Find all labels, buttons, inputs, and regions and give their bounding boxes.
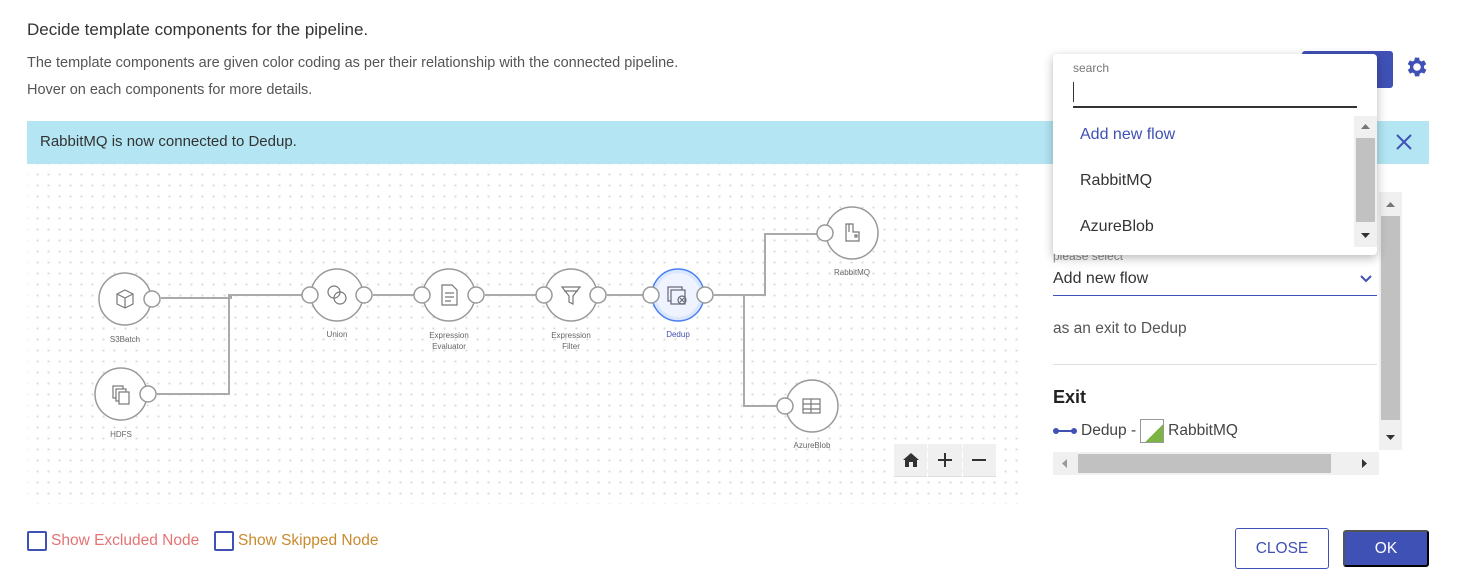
output-port[interactable] xyxy=(589,286,607,304)
flow-select-value: Add new flow xyxy=(1053,270,1149,287)
show-excluded-checkbox[interactable]: Show Excluded Node xyxy=(27,531,199,551)
node-expression-filter[interactable]: Expression Filter xyxy=(535,268,607,351)
filter-icon xyxy=(560,286,582,305)
edge-dedup-azureblob xyxy=(714,294,777,407)
output-port[interactable] xyxy=(139,385,157,403)
scrollbar-thumb[interactable] xyxy=(1078,454,1331,473)
input-port[interactable] xyxy=(642,286,660,304)
minus-icon xyxy=(972,459,987,461)
exit-row: Dedup - RabbitMQ xyxy=(1053,419,1238,443)
table-icon xyxy=(802,398,821,414)
page-title: Decide template components for the pipel… xyxy=(27,20,369,39)
node-label: RabbitMQ xyxy=(834,268,870,277)
scrollbar-thumb[interactable] xyxy=(1356,138,1375,222)
scrollbar-thumb[interactable] xyxy=(1381,216,1400,420)
checkbox-box[interactable] xyxy=(214,531,234,551)
text-cursor xyxy=(1073,82,1074,102)
option-rabbitmq[interactable]: RabbitMQ xyxy=(1080,172,1153,189)
home-icon xyxy=(902,453,919,467)
show-skipped-checkbox[interactable]: Show Skipped Node xyxy=(214,531,378,551)
document-icon xyxy=(441,284,458,306)
node-rabbitmq[interactable]: RabbitMQ xyxy=(816,206,879,277)
checkbox-label: Show Skipped Node xyxy=(238,532,379,549)
union-icon xyxy=(327,285,347,305)
zoom-in-button[interactable] xyxy=(928,444,962,477)
pipeline-canvas[interactable]: S3Batch HDFS Union xyxy=(27,164,1025,504)
node-label: Dedup xyxy=(666,330,690,339)
pipeline-graph: S3Batch HDFS Union xyxy=(94,206,879,450)
node-label-line2: Filter xyxy=(562,342,580,351)
edge-hdfs-union xyxy=(157,294,303,395)
exit-from: Dedup - xyxy=(1081,422,1137,439)
node-label-line1: Expression xyxy=(429,331,469,340)
exit-heading: Exit xyxy=(1053,387,1087,407)
output-port[interactable] xyxy=(143,290,161,308)
search-input[interactable] xyxy=(1073,78,1357,108)
output-port[interactable] xyxy=(355,286,373,304)
input-port[interactable] xyxy=(535,286,553,304)
close-icon[interactable] xyxy=(1393,131,1415,153)
node-label-line1: Expression xyxy=(551,331,591,340)
close-button[interactable]: CLOSE xyxy=(1235,528,1329,569)
input-port[interactable] xyxy=(301,286,319,304)
description-line-1: The template components are given color … xyxy=(27,55,679,71)
divider xyxy=(1053,364,1377,365)
node-expression-evaluator[interactable]: Expression Evaluator xyxy=(413,268,485,351)
input-port[interactable] xyxy=(413,286,431,304)
banner-source: RabbitMQ xyxy=(40,133,108,150)
gear-icon[interactable] xyxy=(1404,54,1430,80)
description-line-2: Hover on each components for more detail… xyxy=(27,82,313,98)
node-label: S3Batch xyxy=(110,335,140,344)
banner-middle: is now connected to xyxy=(107,133,249,150)
zoom-out-button[interactable] xyxy=(962,444,996,477)
connection-icon xyxy=(1053,428,1077,434)
node-label: Union xyxy=(327,330,348,339)
node-azureblob[interactable]: AzureBlob xyxy=(776,379,839,450)
broken-image-icon xyxy=(1140,419,1165,443)
edge-dedup-rabbitmq xyxy=(714,233,818,296)
flow-dropdown: search Add new flow RabbitMQ AzureBlob xyxy=(1053,54,1377,255)
files-icon xyxy=(112,385,130,405)
flow-select[interactable]: Add new flow xyxy=(1053,262,1377,296)
banner-message: RabbitMQ is now connected to Dedup. xyxy=(40,133,297,150)
checkbox-box[interactable] xyxy=(27,531,47,551)
chevron-down-icon xyxy=(1359,272,1373,286)
rabbitmq-icon xyxy=(845,223,860,242)
output-port[interactable] xyxy=(696,286,714,304)
dropdown-scrollbar[interactable] xyxy=(1354,116,1377,247)
panel-vertical-scrollbar[interactable] xyxy=(1379,192,1402,450)
plus-icon xyxy=(937,453,952,467)
panel-horizontal-scrollbar[interactable] xyxy=(1053,452,1379,475)
node-union[interactable]: Union xyxy=(301,268,373,339)
node-s3batch[interactable]: S3Batch xyxy=(98,272,161,344)
search-label: search xyxy=(1073,61,1110,75)
banner-target: Dedup xyxy=(248,133,293,150)
node-label: HDFS xyxy=(110,430,132,439)
node-dedup[interactable]: Dedup xyxy=(642,268,714,339)
node-label-line2: Evaluator xyxy=(432,342,466,351)
exit-note: as an exit to Dedup xyxy=(1053,320,1187,337)
input-port[interactable] xyxy=(776,397,794,415)
ok-button[interactable]: OK xyxy=(1343,530,1429,567)
node-label: AzureBlob xyxy=(794,441,831,450)
banner-end: . xyxy=(292,133,297,150)
zoom-controls xyxy=(894,444,997,477)
cube-icon xyxy=(116,289,134,309)
exit-to: RabbitMQ xyxy=(1168,422,1238,439)
node-hdfs[interactable]: HDFS xyxy=(94,367,157,439)
option-azureblob[interactable]: AzureBlob xyxy=(1080,218,1154,235)
checkbox-label: Show Excluded Node xyxy=(51,532,200,549)
output-port[interactable] xyxy=(467,286,485,304)
input-port[interactable] xyxy=(816,224,834,242)
dedup-icon xyxy=(667,286,687,305)
option-add-new-flow[interactable]: Add new flow xyxy=(1080,126,1176,143)
home-button[interactable] xyxy=(894,444,928,477)
